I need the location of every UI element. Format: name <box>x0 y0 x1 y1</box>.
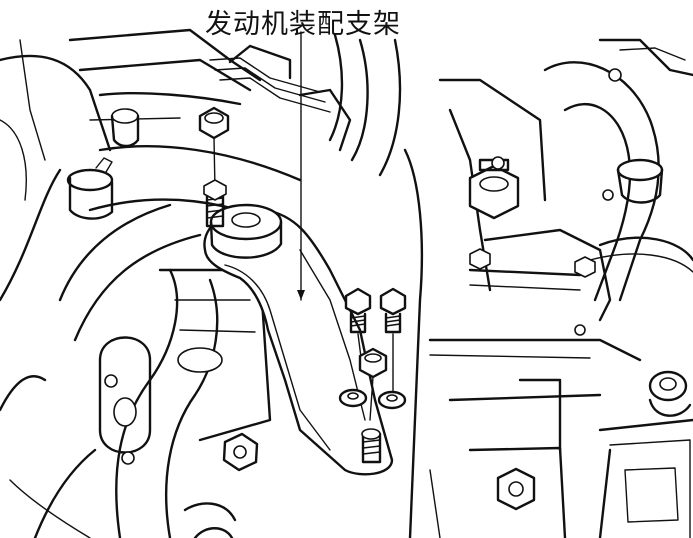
engine-mount-bracket <box>203 203 394 476</box>
bracket-nut-center <box>358 347 388 421</box>
right-plug <box>648 370 692 417</box>
caption-leader-line <box>297 31 305 301</box>
lower-right-nut <box>496 467 536 511</box>
hose-clamp <box>66 157 114 220</box>
upper-right-hose <box>543 38 693 302</box>
upper-harness-area <box>68 28 402 177</box>
engine-block-right <box>403 78 642 538</box>
bracket-stud-lower <box>361 428 382 464</box>
sensor-fitting <box>468 156 520 220</box>
mount-block <box>98 268 272 465</box>
misc-small-bolts <box>469 68 622 336</box>
reservoir-cap <box>110 108 140 148</box>
bracket-washers <box>338 388 407 410</box>
top-mount-bolt <box>198 106 230 228</box>
left-body-structure <box>0 39 112 538</box>
coolant-hoses <box>58 145 302 538</box>
lower-left-nut <box>222 432 259 472</box>
caption-label: 发动机装配支架 <box>205 9 401 40</box>
lower-right-panel <box>598 418 693 538</box>
bracket-bolt-middle <box>379 287 407 393</box>
